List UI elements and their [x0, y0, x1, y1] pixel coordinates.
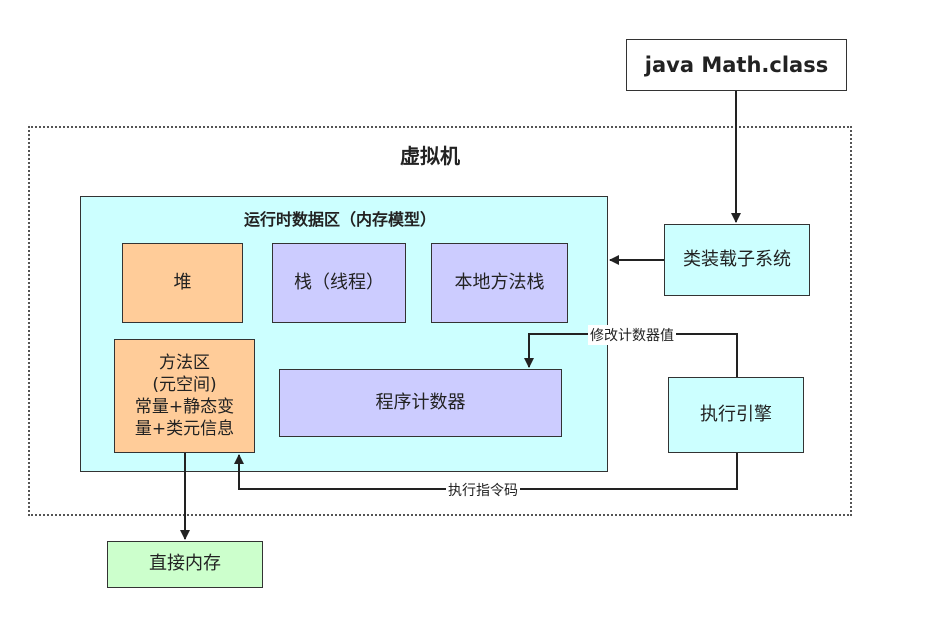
method-area-line-1: 方法区	[159, 352, 210, 373]
execution-engine-node: 执行引擎	[668, 377, 804, 453]
method-area-line-3: 常量+静态变	[134, 397, 235, 417]
method-area-line-2: (元空间)	[152, 374, 217, 395]
modify-counter-label: 修改计数器值	[588, 325, 676, 345]
direct-memory-node: 直接内存	[107, 541, 263, 588]
virtual-machine-frame	[28, 126, 852, 516]
java-class-file-node: java Math.class	[626, 39, 847, 91]
method-area-node: 方法区 (元空间) 常量+静态变 量+类元信息	[114, 339, 255, 453]
execute-instruction-label: 执行指令码	[446, 480, 520, 500]
virtual-machine-title: 虚拟机	[400, 144, 460, 168]
heap-node: 堆	[122, 243, 243, 323]
runtime-data-area-title: 运行时数据区（内存模型）	[243, 210, 436, 229]
native-method-stack-node: 本地方法栈	[431, 243, 568, 323]
program-counter-node: 程序计数器	[279, 369, 562, 437]
stack-node: 栈（线程）	[272, 243, 406, 323]
class-loader-subsystem-node: 类装载子系统	[664, 224, 810, 296]
method-area-line-4: 量+类元信息	[134, 419, 235, 440]
